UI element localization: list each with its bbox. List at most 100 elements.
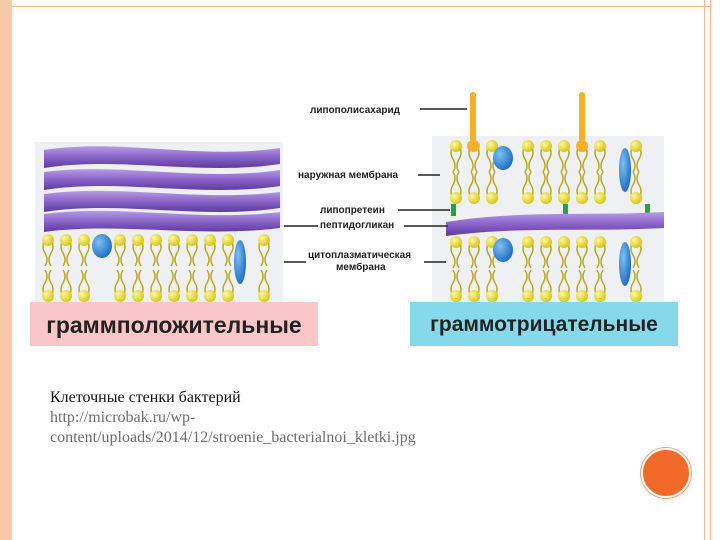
- lipid-tail: [150, 269, 162, 297]
- lipid-head: [522, 140, 534, 152]
- lipid-head: [450, 236, 462, 248]
- gram-negative-title: граммотрицательные: [430, 313, 658, 336]
- lipid-head: [222, 234, 234, 246]
- gram-positive-title: граммположительные: [46, 312, 301, 338]
- lps-core: [467, 140, 479, 152]
- lps-chain: [470, 92, 476, 142]
- lipid-tail: [630, 171, 642, 199]
- lipid-tail: [114, 239, 126, 267]
- lipid-tail: [204, 239, 216, 267]
- peptidoglycan-strand: [44, 190, 280, 212]
- gram-negative-panel: граммотрицательные: [410, 92, 678, 346]
- lipid-head: [630, 290, 642, 302]
- lipid-tail: [576, 241, 588, 269]
- lipid-head: [594, 290, 606, 302]
- lipid-tail: [558, 171, 570, 199]
- lipid-head: [468, 192, 480, 204]
- lipid-head: [540, 290, 552, 302]
- peptidoglycan-strand: [44, 210, 280, 232]
- lipid-tail: [522, 269, 534, 297]
- lipid-tail: [222, 269, 234, 297]
- lipid-head: [258, 290, 270, 302]
- lipid-tail: [186, 239, 198, 267]
- lipid-tail: [522, 145, 534, 173]
- lipid-head: [60, 234, 72, 246]
- lipid-head: [168, 290, 180, 302]
- outer-membrane: [450, 140, 642, 204]
- lipid-head: [204, 234, 216, 246]
- lipid-tail: [42, 239, 54, 267]
- lipid-tail: [630, 269, 642, 297]
- lipid-head: [540, 236, 552, 248]
- lipid-head: [186, 290, 198, 302]
- lipid-head: [540, 192, 552, 204]
- porin-protein: [619, 148, 631, 192]
- lipid-head: [450, 140, 462, 152]
- membrane-protein-transmembrane: [234, 240, 246, 284]
- peptidoglycan-strand: [44, 146, 280, 168]
- lipid-head: [486, 290, 498, 302]
- lipid-tail: [186, 269, 198, 297]
- lipid-tail: [450, 145, 462, 173]
- lipoprotein: [451, 204, 456, 216]
- lipid-head: [150, 290, 162, 302]
- label-cytoplasmic-membrane: цитоплазматическая: [308, 250, 411, 261]
- lipid-head: [576, 290, 588, 302]
- gram-positive-panel: граммположительные: [30, 142, 318, 346]
- lipid-tail: [60, 239, 72, 267]
- lipid-tail: [258, 269, 270, 297]
- lipid-head: [558, 140, 570, 152]
- lipid-tail: [594, 171, 606, 199]
- lipid-tail: [60, 269, 72, 297]
- decorative-orange-circle: [641, 448, 691, 498]
- lipid-head: [450, 290, 462, 302]
- lipid-tail: [630, 145, 642, 173]
- lipoprotein: [645, 204, 650, 216]
- peptidoglycan-layers-thick: [44, 146, 280, 232]
- lipid-head: [78, 290, 90, 302]
- lipid-head: [486, 140, 498, 152]
- lipid-tail: [540, 171, 552, 199]
- source-url-line2: content/uploads/2014/12/stroenie_bacteri…: [50, 429, 416, 446]
- lipid-tail: [540, 145, 552, 173]
- lipid-tail: [558, 145, 570, 173]
- lipid-head: [630, 236, 642, 248]
- lipid-tail: [594, 269, 606, 297]
- lipid-tail: [558, 241, 570, 269]
- label-cytoplasmic-membrane-line2: мембрана: [336, 261, 386, 273]
- lipid-tail: [486, 171, 498, 199]
- lipid-head: [450, 192, 462, 204]
- lipoprotein: [563, 204, 568, 216]
- lipid-tail: [576, 171, 588, 199]
- lipid-head: [522, 236, 534, 248]
- lipid-tail: [42, 269, 54, 297]
- membrane-protein-transmembrane: [619, 242, 631, 286]
- lipid-head: [468, 290, 480, 302]
- peptidoglycan-strand: [44, 169, 280, 190]
- lipid-head: [468, 236, 480, 248]
- lipid-tail: [78, 239, 90, 267]
- caption-title: Клеточные стенки бактерий: [50, 389, 241, 406]
- frame-top-line: [12, 6, 712, 7]
- lipid-tail: [114, 269, 126, 297]
- lipid-tail: [594, 145, 606, 173]
- lipid-head: [630, 140, 642, 152]
- lipid-tail: [468, 269, 480, 297]
- gram-negative-title-bar: [410, 302, 678, 346]
- lipid-head: [114, 234, 126, 246]
- lipid-tail: [576, 145, 588, 173]
- gram-positive-title-bar: [30, 302, 318, 346]
- lipid-tail: [132, 269, 144, 297]
- lipid-tail: [132, 239, 144, 267]
- label-peptidoglycan: пептидогликан: [320, 220, 394, 231]
- label-lipopolysaccharide: липополисахарид: [310, 105, 401, 116]
- lipid-head: [594, 140, 606, 152]
- lipid-tail: [168, 269, 180, 297]
- lipid-head: [576, 192, 588, 204]
- outer-membrane-protein: [493, 146, 513, 170]
- lipid-head: [558, 192, 570, 204]
- lipid-tail: [540, 269, 552, 297]
- frame-right-line: [710, 0, 711, 540]
- cytoplasmic-membrane-gram-positive: [42, 234, 270, 302]
